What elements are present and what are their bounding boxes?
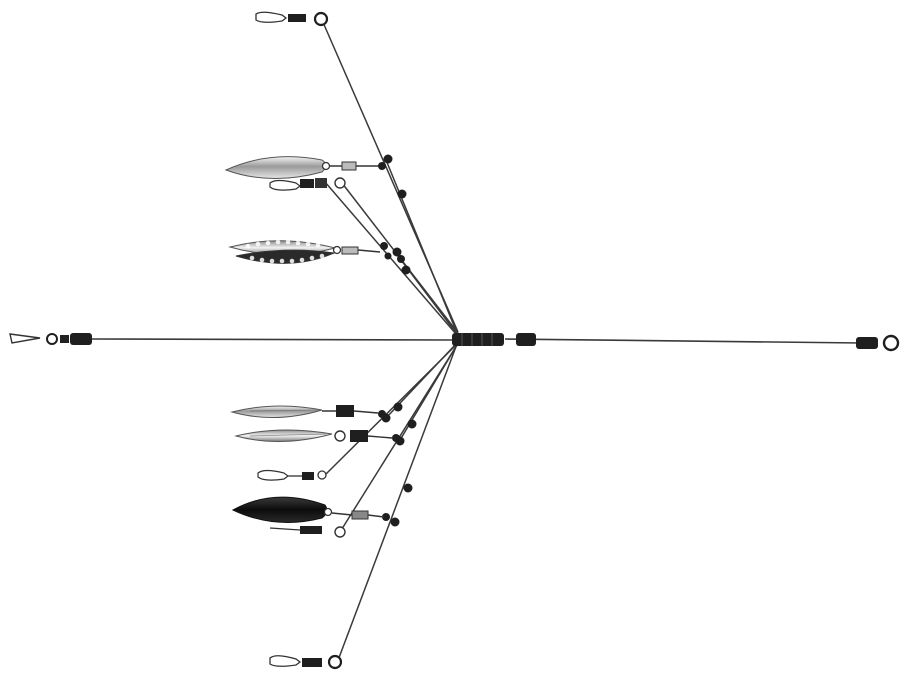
arm-beads	[381, 154, 417, 527]
upper-arms	[321, 19, 459, 335]
empty-snap-upper	[269, 177, 346, 191]
top-snap-swivel	[255, 11, 329, 27]
empty-snap-lower	[257, 469, 327, 481]
right-trailer-swivel	[856, 334, 900, 352]
willow-blade-silver-lower-1	[230, 405, 386, 418]
hammered-blade-upper	[228, 239, 392, 264]
willow-blade-dark-lower	[231, 496, 385, 538]
main-wire-left	[89, 338, 456, 341]
main-wire-right	[504, 338, 863, 344]
left-snap-swivel	[9, 333, 92, 345]
bottom-snap-swivel	[269, 654, 343, 670]
wire-hub-collar	[452, 333, 536, 346]
willow-blade-silver-upper	[224, 156, 386, 179]
willow-blade-silver-lower-2	[234, 429, 400, 442]
lower-arms	[325, 343, 458, 664]
